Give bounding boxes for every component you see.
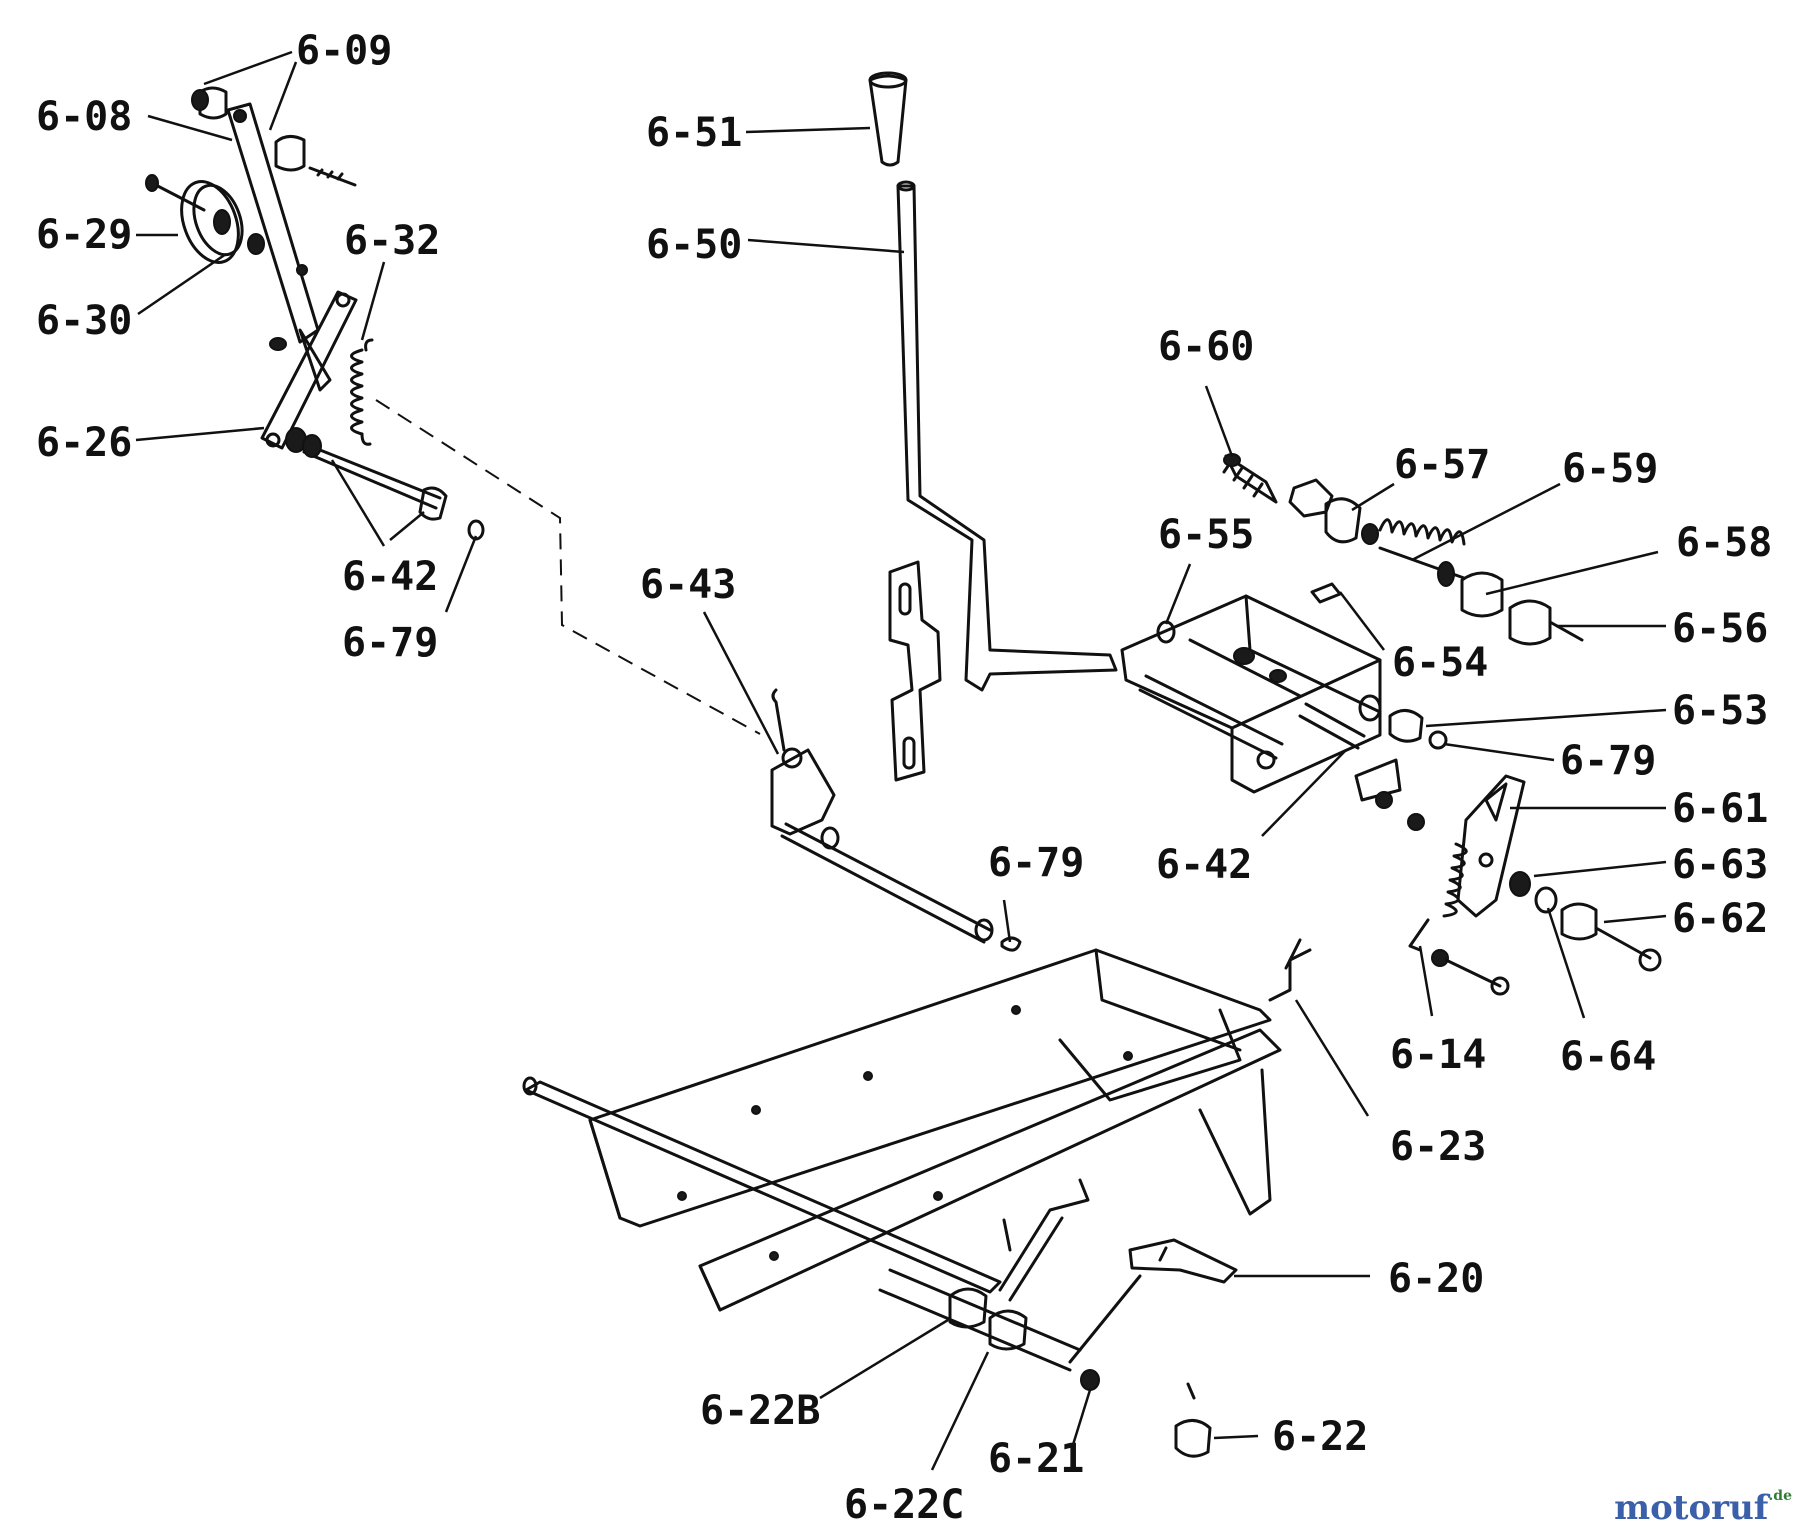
label-6-59: 6-59 [1562, 446, 1658, 492]
label-6-62: 6-62 [1672, 896, 1768, 942]
label-6-22b: 6-22B [700, 1388, 820, 1434]
watermark-logo: motoruf.de [1614, 1488, 1792, 1528]
label-6-14: 6-14 [1390, 1032, 1486, 1078]
watermark-suffix: .de [1768, 1488, 1792, 1504]
label-6-60: 6-60 [1158, 324, 1254, 370]
label-6-51: 6-51 [646, 110, 742, 156]
label-6-20: 6-20 [1388, 1256, 1484, 1302]
shift-lever [868, 71, 1118, 692]
label-6-08: 6-08 [36, 94, 132, 140]
brake-bracket [770, 688, 1022, 952]
label-6-09: 6-09 [296, 28, 392, 74]
part-labels: 6-09 6-08 6-29 6-30 6-32 6-26 6-42 6-79 … [36, 28, 1772, 1528]
label-6-58: 6-58 [1676, 520, 1772, 566]
label-6-29: 6-29 [36, 212, 132, 258]
label-6-54: 6-54 [1392, 640, 1488, 686]
label-6-79: 6-79 [342, 620, 438, 666]
label-6-22: 6-22 [1272, 1414, 1368, 1460]
label-6-26: 6-26 [36, 420, 132, 466]
tractor-frame [522, 938, 1312, 1458]
watermark-brand: motoruf [1614, 1488, 1769, 1528]
label-6-56: 6-56 [1672, 606, 1768, 652]
label-6-61: 6-61 [1672, 786, 1768, 832]
label-6-79: 6-79 [988, 840, 1084, 886]
label-6-79: 6-79 [1560, 738, 1656, 784]
label-6-43: 6-43 [640, 562, 736, 608]
label-6-55: 6-55 [1158, 512, 1254, 558]
label-6-32: 6-32 [344, 218, 440, 264]
label-6-57: 6-57 [1394, 442, 1490, 488]
label-6-22c: 6-22C [844, 1482, 964, 1528]
strap-bracket [888, 560, 942, 782]
shift-housing [1120, 453, 1662, 996]
label-6-50: 6-50 [646, 222, 742, 268]
label-6-64: 6-64 [1560, 1034, 1656, 1080]
pedal-assembly [145, 86, 761, 735]
label-6-53: 6-53 [1672, 688, 1768, 734]
label-6-21: 6-21 [988, 1436, 1084, 1482]
label-6-23: 6-23 [1390, 1124, 1486, 1170]
leader-lines [135, 50, 1667, 1471]
label-6-42: 6-42 [1156, 842, 1252, 888]
label-6-63: 6-63 [1672, 842, 1768, 888]
label-6-42: 6-42 [342, 554, 438, 600]
label-6-30: 6-30 [36, 298, 132, 344]
